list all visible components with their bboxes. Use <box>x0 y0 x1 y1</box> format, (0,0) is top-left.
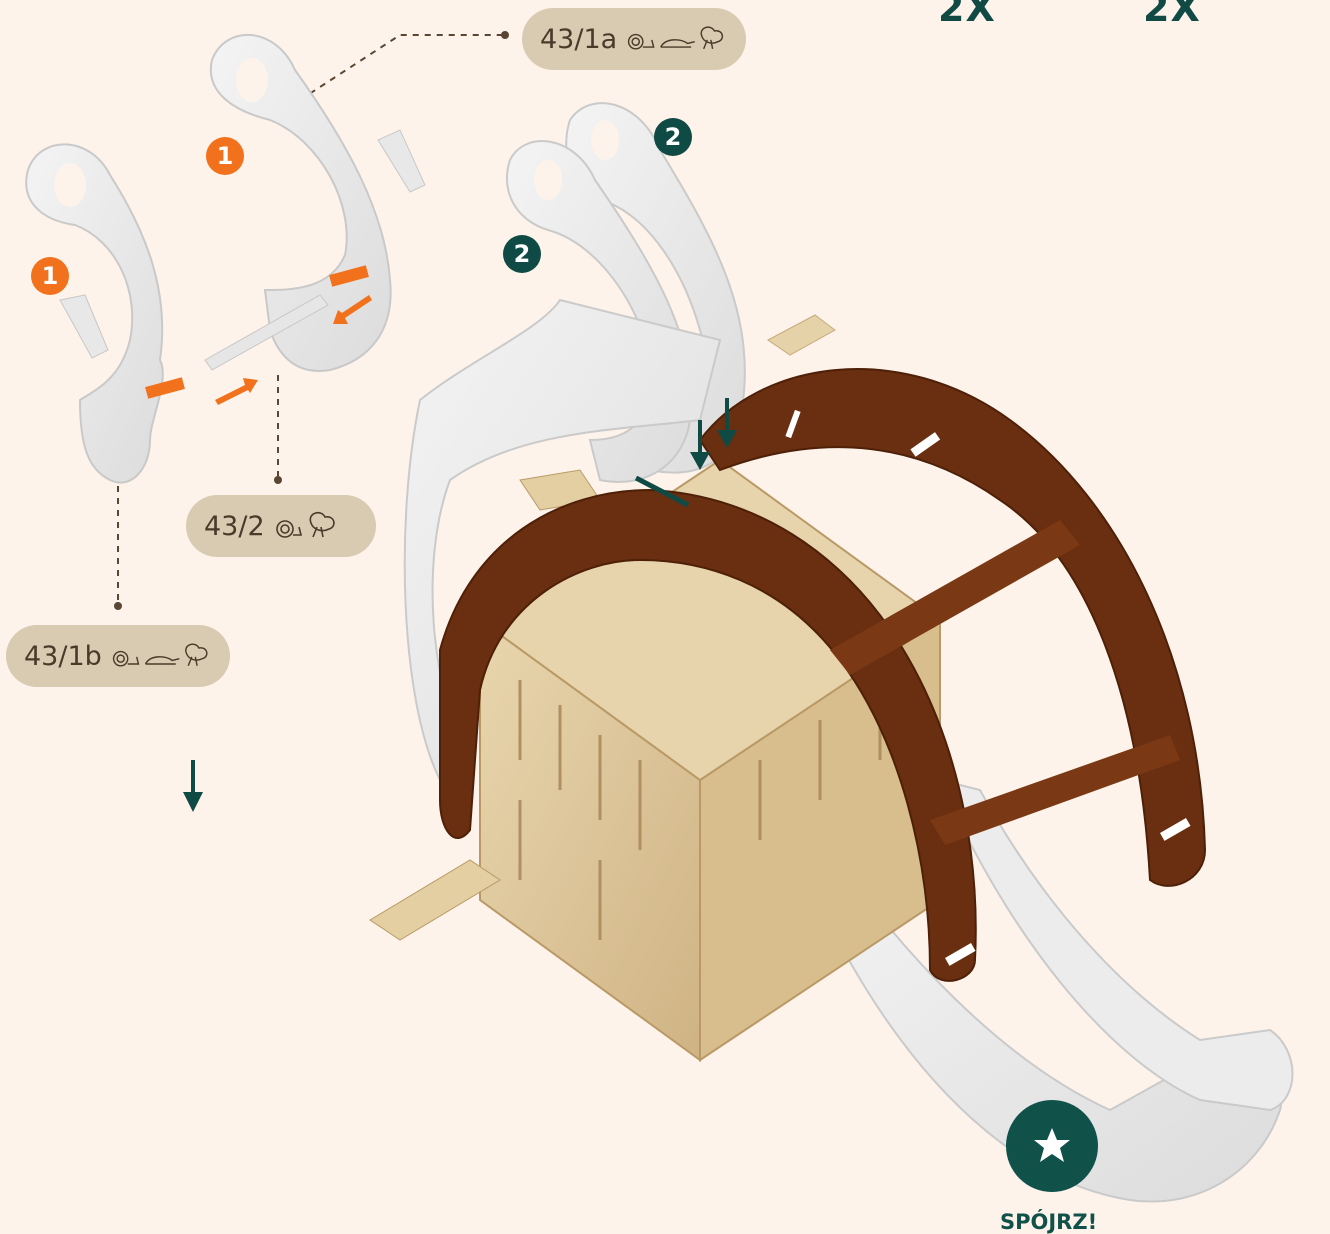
step-badge-2: 2 <box>654 118 692 156</box>
part-label-43-1b: 43/1b <box>6 625 230 687</box>
snail-mouse-tree-icon <box>110 639 212 673</box>
part-label-43-1a: 43/1a <box>522 8 746 70</box>
step-badge-2: 2 <box>503 235 541 273</box>
star-icon <box>1030 1124 1074 1168</box>
snail-tree-icon <box>273 509 339 543</box>
step-badge-1: 1 <box>31 257 69 295</box>
rocker-part-1b <box>26 144 185 482</box>
part-label-43-2: 43/2 <box>186 495 376 557</box>
step-badge-1: 1 <box>206 137 244 175</box>
look-button-label: SPÓJRZ! <box>1000 1210 1097 1234</box>
snail-mouse-tree-icon <box>625 22 728 56</box>
part-label-text: 43/1b <box>24 641 102 672</box>
look-button[interactable] <box>1006 1100 1098 1192</box>
part-label-text: 43/2 <box>204 511 265 542</box>
part-label-text: 43/1a <box>540 24 617 55</box>
